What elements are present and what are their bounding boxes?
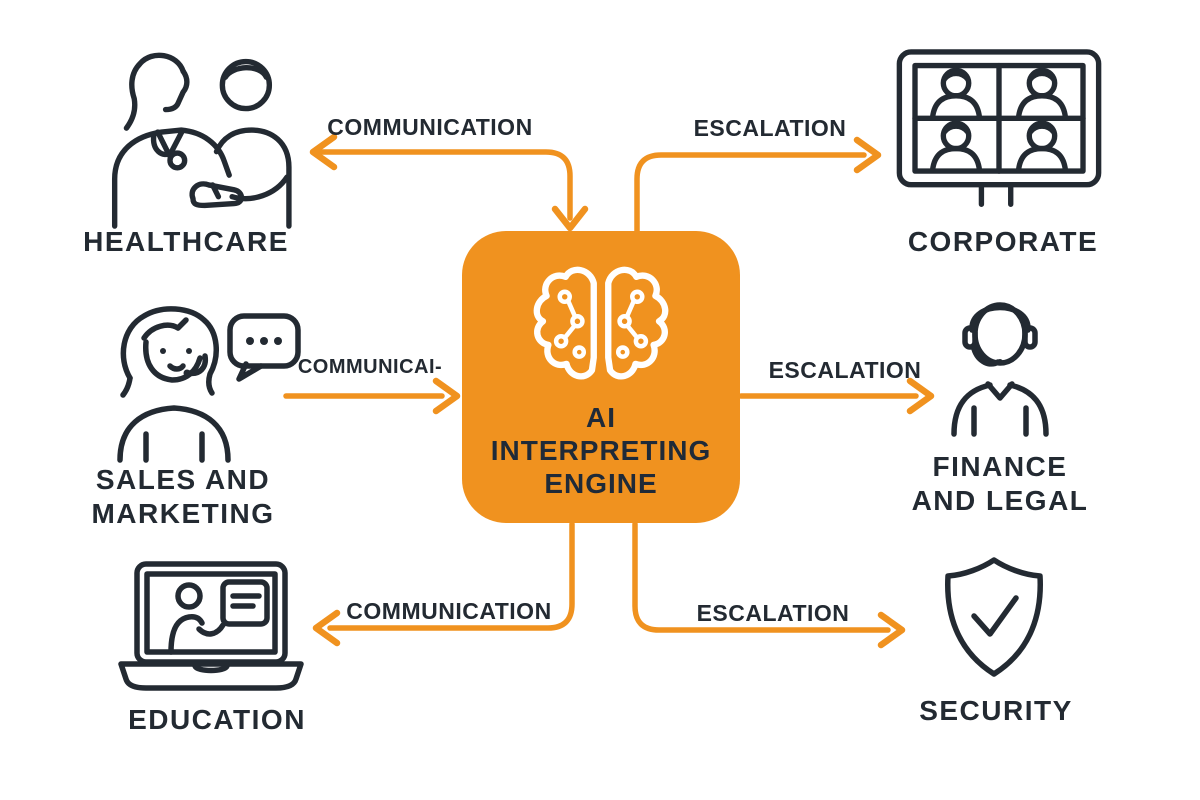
agent-speech-bubble-icon: [117, 306, 301, 463]
healthcare-label: HEALTHCARE: [83, 226, 289, 257]
arrowhead-left-icon: [312, 609, 341, 647]
headset-agent-icon: [951, 302, 1049, 437]
arrowhead-left-icon: [309, 133, 338, 171]
doctor-patient-icon: [111, 52, 292, 229]
engine-title: AI INTERPRETING ENGINE: [462, 401, 740, 500]
arrowhead-down-icon: [551, 205, 589, 232]
communication-label-top: COMMUNICATION: [327, 114, 533, 140]
ai-interpreting-engine-node: AI INTERPRETING ENGINE: [462, 231, 740, 523]
sales-marketing-label: SALES AND MARKETING: [91, 464, 275, 529]
arrowhead-right-icon: [853, 136, 882, 174]
escalation-label-top: ESCALATION: [693, 115, 847, 141]
security-connector: [632, 521, 906, 649]
finance-connector: [738, 377, 935, 415]
engine-title-line: INTERPRETING: [490, 435, 712, 466]
arrowhead-right-icon: [877, 611, 906, 649]
engine-title-line: ENGINE: [544, 468, 658, 499]
escalation-label-bottom: ESCALATION: [696, 600, 850, 626]
video-conference-icon: [896, 49, 1102, 207]
finance-legal-label: FINANCE AND LEGAL: [911, 451, 1089, 516]
communication-label-bottom: COMMUNICATION: [346, 598, 552, 624]
healthcare-connector: [309, 133, 589, 232]
communicai-label-middle: COMMUNICAI-: [297, 356, 443, 378]
education-label: EDUCATION: [128, 704, 306, 735]
brain-circuit-icon: [533, 266, 669, 380]
education-connector: [312, 521, 575, 647]
corporate-label: CORPORATE: [907, 226, 1099, 257]
arrowhead-right-icon: [432, 377, 461, 415]
shield-check-icon: [945, 557, 1043, 677]
escalation-label-middle: ESCALATION: [768, 357, 922, 383]
arrowhead-right-icon: [906, 377, 935, 415]
laptop-teacher-icon: [118, 561, 304, 691]
security-label: SECURITY: [919, 695, 1073, 726]
corporate-connector: [634, 136, 882, 237]
engine-title-line: AI: [586, 402, 616, 433]
sales-connector: [283, 377, 461, 415]
